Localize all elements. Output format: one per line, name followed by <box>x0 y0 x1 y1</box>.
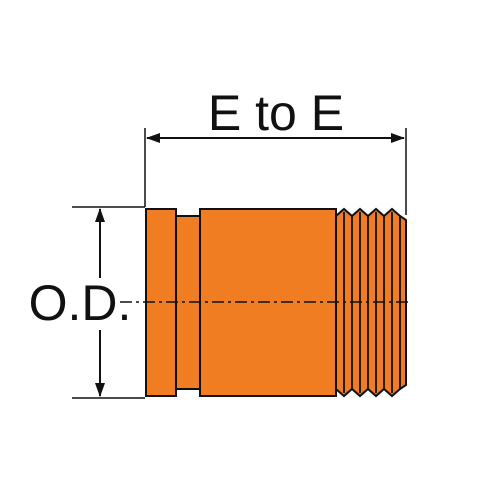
outer-diameter-label: O.D. <box>29 275 132 331</box>
threaded-end <box>335 207 407 398</box>
end-to-end-label: E to E <box>208 85 344 141</box>
